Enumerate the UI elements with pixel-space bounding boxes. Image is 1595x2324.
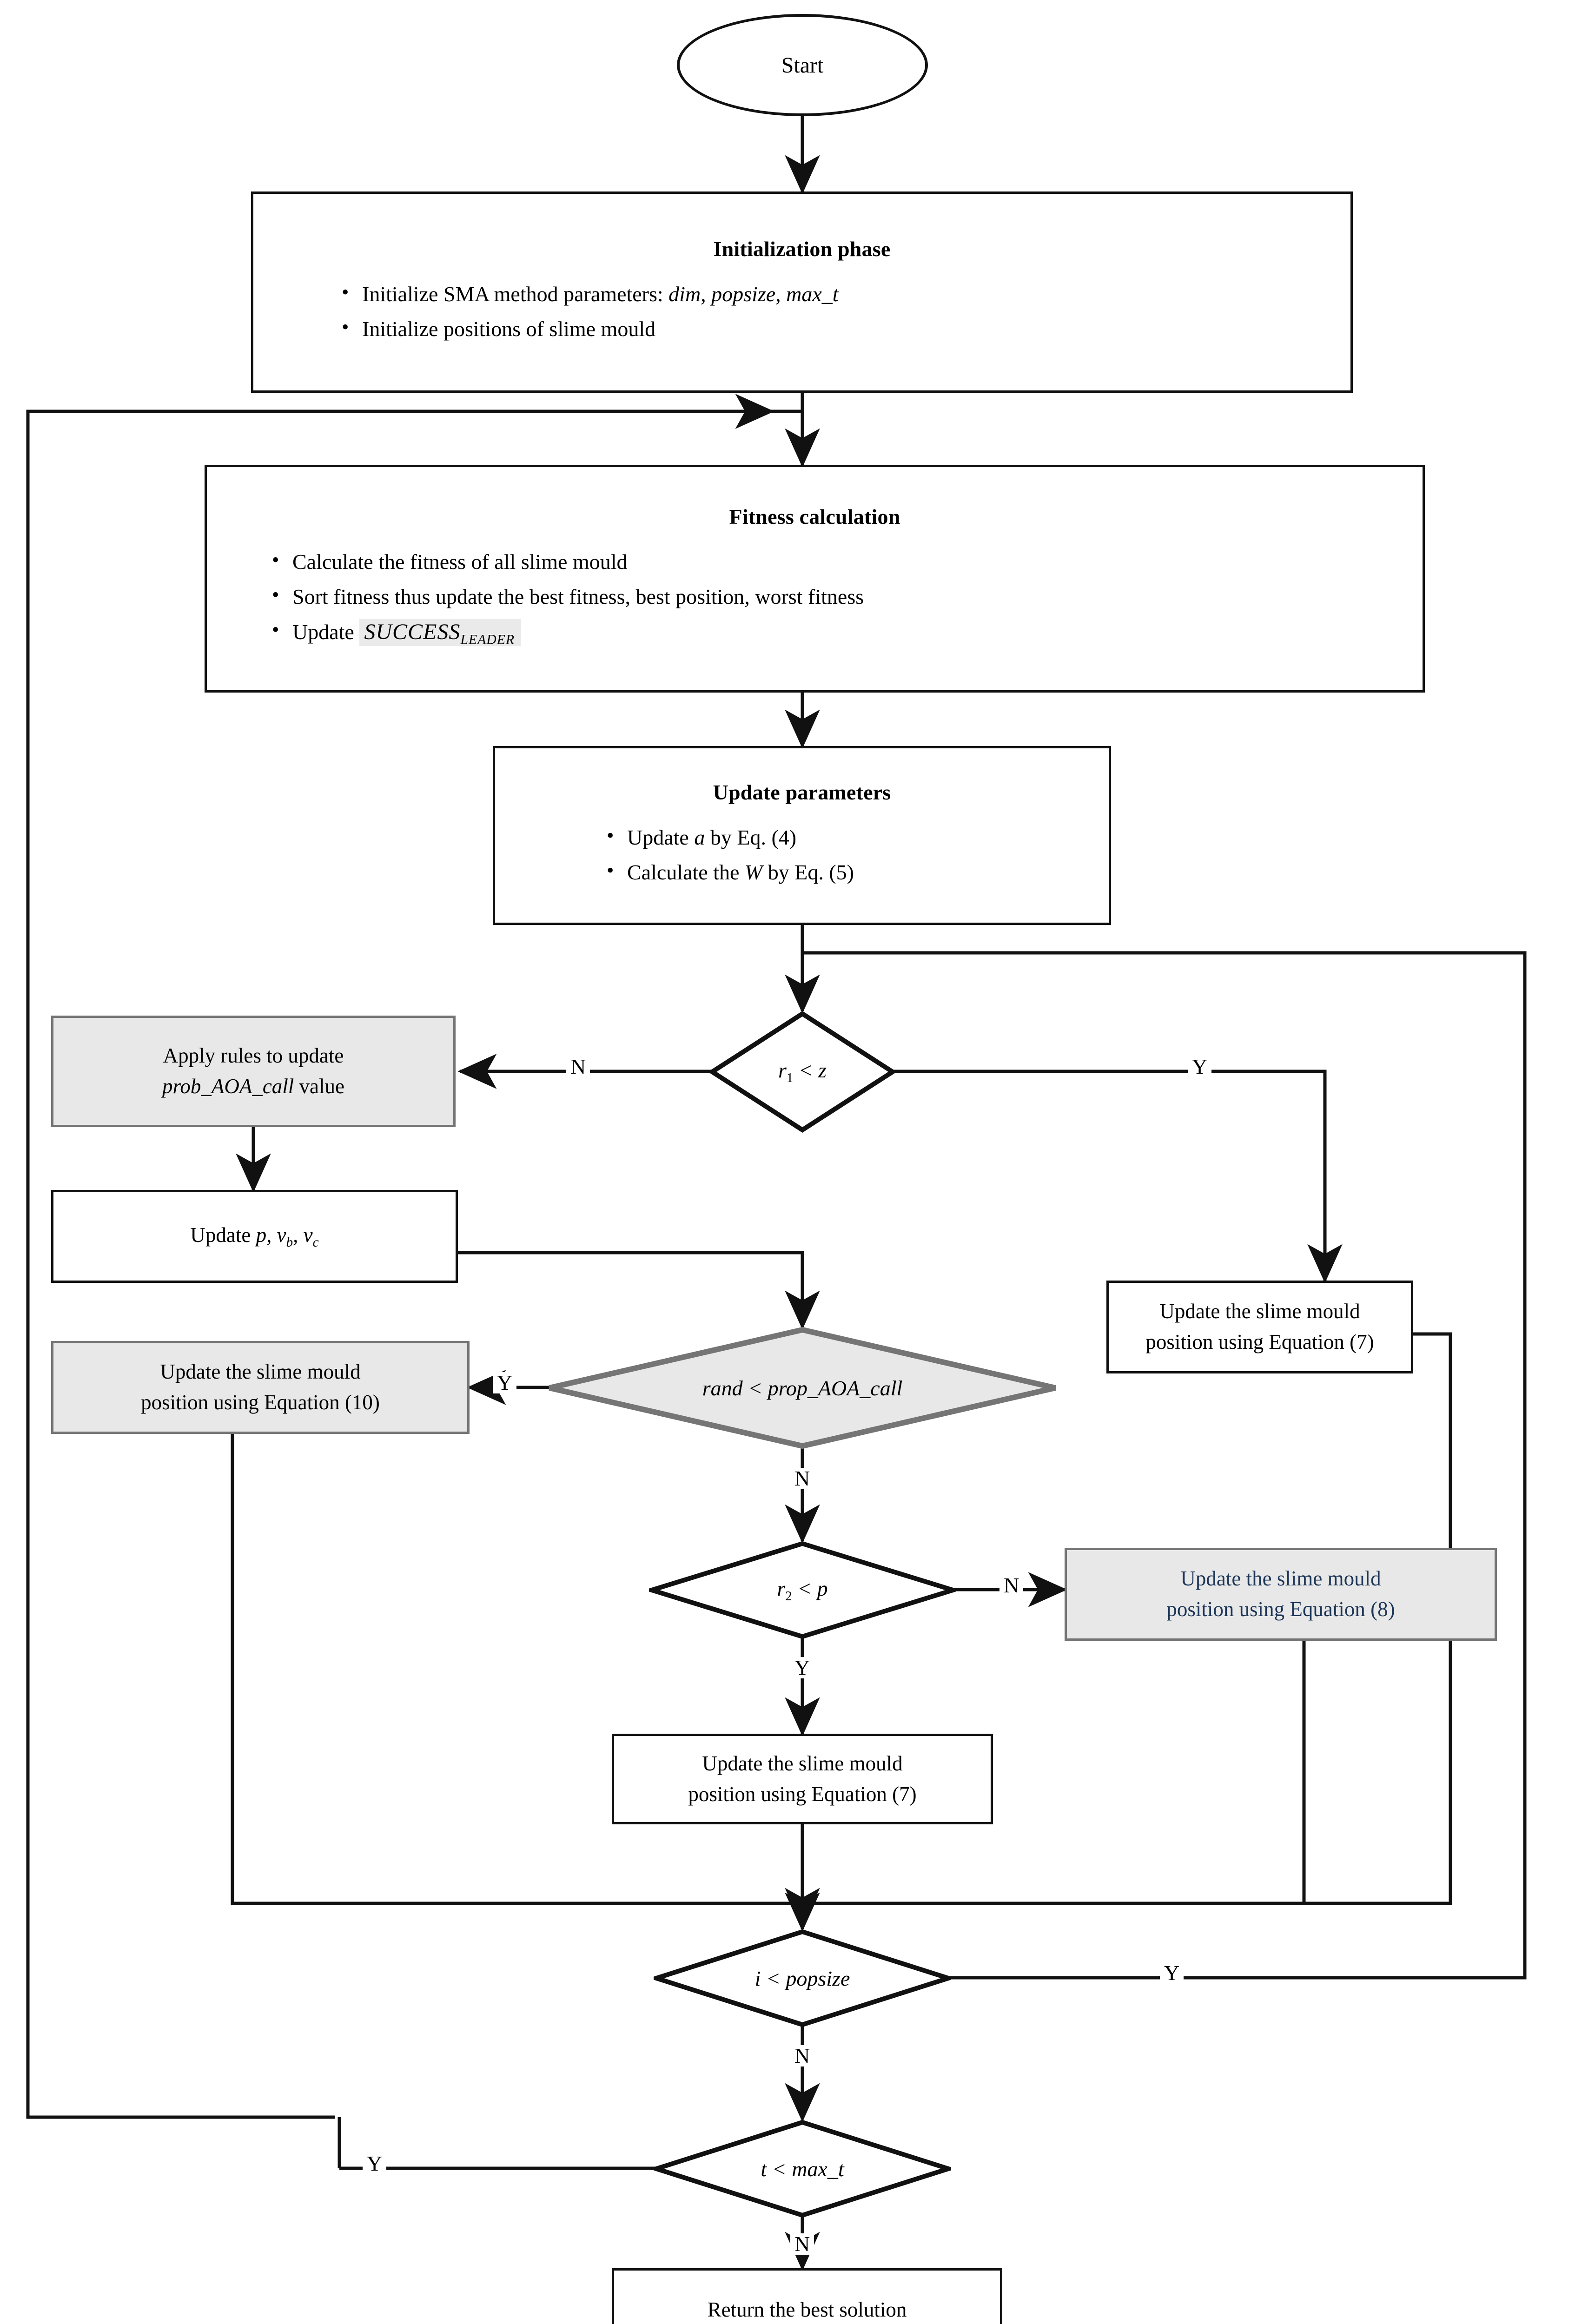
- popsize-label: i < popsize: [754, 1966, 850, 1990]
- decision-rand-lt-prop-aoa-call[interactable]: rand < prop_AOA_call: [547, 1327, 1058, 1449]
- list-item: Calculate the fitness of all slime mould: [272, 545, 1413, 578]
- eq10-line1: Update the slime mould: [160, 1360, 361, 1384]
- edge-label-popsize-yes: Y: [1160, 1962, 1184, 1984]
- edge-label-maxt-no: N: [790, 2233, 814, 2255]
- node-eq7-right[interactable]: Update the slime mould position using Eq…: [1106, 1281, 1413, 1373]
- list-item: Initialize positions of slime mould: [342, 312, 1341, 345]
- eq10-line2: position using Equation (10): [141, 1391, 380, 1414]
- init-math-params: dim, popsize, max_t: [668, 282, 839, 306]
- diamond-shape-gray: [549, 1327, 1056, 1449]
- edge-label-r1z-no: N: [566, 1056, 590, 1077]
- fitness-bullet-list: Calculate the fitness of all slime mould…: [216, 543, 1413, 653]
- node-apply-rules[interactable]: Apply rules to update prob_AOA_call valu…: [51, 1016, 456, 1127]
- eq7-mid-line2: position using Equation (7): [688, 1782, 917, 1806]
- node-update-p-vb-vc[interactable]: Update p, vb, vc: [51, 1190, 458, 1283]
- eq8-line2: position using Equation (8): [1166, 1598, 1395, 1621]
- node-start[interactable]: Start: [677, 14, 928, 116]
- param-a: a: [694, 825, 705, 849]
- list-item: Sort fitness thus update the best fitnes…: [272, 580, 1413, 613]
- list-item: Update a by Eq. (4): [607, 820, 1099, 853]
- node-return-best-solution[interactable]: Return the best solution found so far: [612, 2268, 1002, 2324]
- edge-label-r1z-yes: Y: [1188, 1056, 1212, 1077]
- decision-i-lt-popsize[interactable]: i < popsize: [654, 1929, 951, 2027]
- node-initialization-phase[interactable]: Initialization phase Initialize SMA meth…: [251, 191, 1353, 393]
- node-eq7-mid[interactable]: Update the slime mould position using Eq…: [612, 1734, 993, 1824]
- maxt-label: t < max_t: [761, 2157, 844, 2181]
- r1z-label: r1 < z: [778, 1058, 827, 1086]
- success-leader-highlight: SUCCESSLEADER: [359, 618, 522, 647]
- edge-label-maxt-yes: Y: [363, 2153, 387, 2174]
- diamond-shape: [654, 2119, 951, 2218]
- list-item: Initialize SMA method parameters: dim, p…: [342, 277, 1341, 310]
- eq8-line1: Update the slime mould: [1180, 1567, 1381, 1591]
- diamond-shape: [649, 1541, 956, 1639]
- params-title: Update parameters: [713, 780, 891, 804]
- node-eq8[interactable]: Update the slime mould position using Eq…: [1065, 1548, 1497, 1641]
- node-eq10[interactable]: Update the slime mould position using Eq…: [51, 1341, 470, 1434]
- apply-rules-line2: prob_AOA_call value: [162, 1075, 344, 1098]
- list-item: Calculate the W by Eq. (5): [607, 855, 1099, 888]
- edge-pvbvc-to-rand: [458, 1251, 820, 1330]
- edge-label-popsize-no: N: [790, 2045, 814, 2067]
- decision-r1-lt-z[interactable]: r1 < z: [709, 1011, 895, 1133]
- start-label: Start: [781, 53, 824, 78]
- node-fitness-calculation[interactable]: Fitness calculation Calculate the fitnes…: [205, 465, 1425, 693]
- init-title: Initialization phase: [713, 237, 891, 261]
- edge-popsize-yes-rail: [802, 951, 1527, 1980]
- edge-r1z-yes: [872, 1070, 1343, 1283]
- edge-label-r2p-no: N: [999, 1575, 1024, 1596]
- update-pvbvc-label: Update p, vb, vc: [190, 1223, 319, 1250]
- diamond-shape: [654, 1929, 951, 2027]
- eq7-mid-line1: Update the slime mould: [702, 1751, 903, 1775]
- decision-t-lt-maxt[interactable]: t < max_t: [654, 2119, 951, 2218]
- params-bullet-list: Update a by Eq. (4) Calculate the W by E…: [504, 819, 1099, 891]
- apply-rules-line1: Apply rules to update: [163, 1044, 344, 1068]
- list-item: Update SUCCESSLEADER: [272, 614, 1413, 650]
- fitness-title: Fitness calculation: [729, 504, 900, 528]
- r2p-label: r2 < p: [777, 1576, 828, 1604]
- edge-eq10-rail: [231, 1420, 802, 1905]
- eq7-right-line2: position using Equation (7): [1145, 1330, 1374, 1353]
- node-update-parameters[interactable]: Update parameters Update a by Eq. (4) Ca…: [493, 746, 1111, 925]
- init-bullet-list: Initialize SMA method parameters: dim, p…: [263, 275, 1341, 348]
- decision-r2-lt-p[interactable]: r2 < p: [649, 1541, 956, 1639]
- rand-label: rand < prop_AOA_call: [702, 1376, 903, 1400]
- edge-label-rand-yes: Y: [493, 1372, 517, 1393]
- diamond-shape: [709, 1011, 895, 1133]
- param-w: W: [744, 860, 763, 884]
- edge-label-rand-no: N: [790, 1468, 814, 1489]
- return-line1: Return the best solution: [707, 2298, 907, 2321]
- eq7-right-line1: Update the slime mould: [1159, 1300, 1360, 1323]
- edge-label-r2p-yes: Y: [790, 1657, 814, 1678]
